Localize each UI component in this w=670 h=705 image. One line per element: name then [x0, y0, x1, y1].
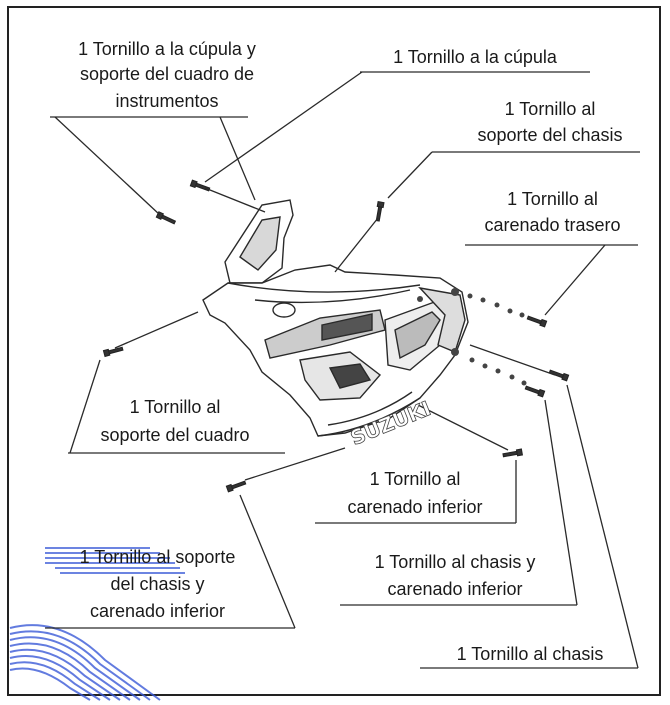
screw-cupula [189, 179, 211, 192]
label-carenado-trasero-line2: carenado trasero [484, 215, 621, 235]
washer-chain [417, 288, 527, 386]
screws [102, 179, 570, 493]
label-chasis: 1 Tornillo al chasis [456, 644, 604, 664]
label-soporte-chasis-line2: soporte del chasis [477, 125, 623, 145]
watermark-swoosh [9, 624, 161, 701]
label-cupula-cuadro-line3: instrumentos [115, 91, 219, 111]
label-soporte-chasis-inf-line2: del chasis y [110, 574, 205, 594]
watermark-stripes [45, 547, 185, 574]
label-cupula: 1 Tornillo a la cúpula [393, 47, 557, 67]
fairing-body [202, 199, 469, 437]
leader-lines [45, 71, 640, 669]
label-cupula-cuadro-line1: 1 Tornillo a la cúpula y [78, 39, 256, 59]
screw-soporte-chasis-inf [225, 480, 247, 493]
screw-chasis [548, 369, 570, 382]
label-soporte-cuadro-line1: 1 Tornillo al [129, 397, 221, 417]
label-soporte-chasis-inf-line1: 1 Tornillo al soporte [79, 547, 236, 567]
screw-cupula-cuadro [155, 211, 177, 225]
label-cupula-cuadro-line2: soporte del cuadro de [79, 64, 255, 84]
screw-carenado-trasero [526, 315, 548, 328]
screw-carenado-inferior [502, 448, 524, 458]
label-carenado-trasero-line1: 1 Tornillo al [507, 189, 598, 209]
screw-soporte-cuadro [102, 346, 124, 358]
label-carenado-inferior-line1: 1 Tornillo al [369, 469, 461, 489]
label-chasis-carenado-line2: carenado inferior [387, 579, 523, 599]
label-chasis-carenado-line1: 1 Tornillo al chasis y [374, 552, 536, 572]
diagram-frame [7, 6, 661, 696]
label-soporte-chasis-inf-line3: carenado inferior [89, 601, 226, 621]
label-soporte-chasis-line1: 1 Tornillo al [504, 99, 596, 119]
screw-chasis-carenado [524, 385, 546, 398]
label-carenado-inferior-line2: carenado inferior [347, 497, 483, 517]
screw-soporte-chasis [375, 200, 385, 222]
label-soporte-cuadro-line2: soporte del cuadro [100, 425, 250, 445]
